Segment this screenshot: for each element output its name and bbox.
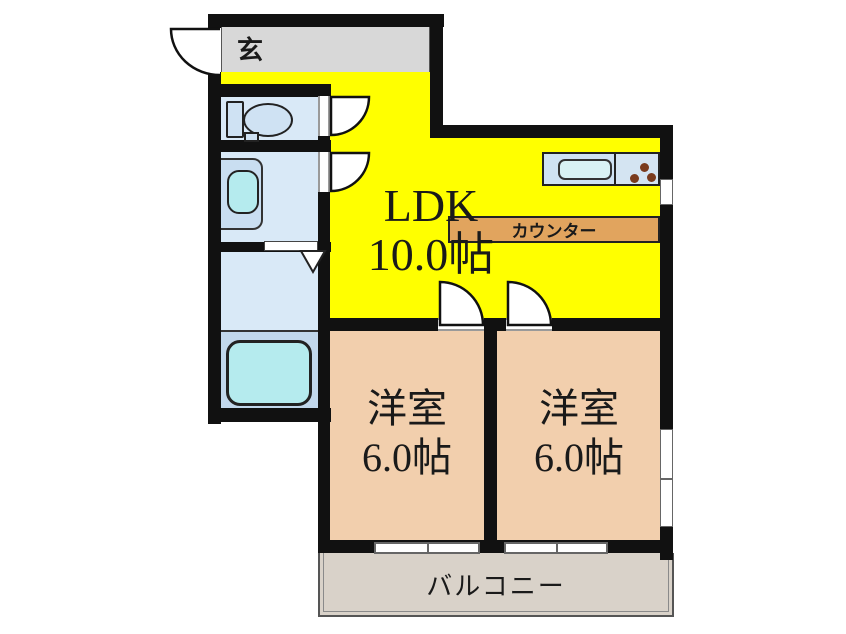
wall-segment xyxy=(208,14,444,27)
balcony-window-right xyxy=(504,542,608,554)
wall-segment xyxy=(208,408,331,422)
bedroom-side-window xyxy=(660,429,673,527)
counter-bar: カウンター xyxy=(448,216,660,243)
balcony-window-left xyxy=(374,542,480,554)
burner-dot xyxy=(640,163,649,172)
burner-dot xyxy=(647,173,656,182)
door-opening xyxy=(506,318,552,331)
door-opening xyxy=(318,152,330,192)
stove-icon xyxy=(614,152,660,186)
washbasin-icon xyxy=(227,170,259,214)
balcony-inner-rail xyxy=(323,553,669,612)
entrance-door-opening xyxy=(208,28,221,72)
wall-segment xyxy=(208,84,331,97)
wall-segment xyxy=(484,318,497,553)
bedroom-left-label-block: 洋室 6.0帖 xyxy=(330,384,484,482)
window-divider xyxy=(556,544,558,552)
ldk-label: LDK xyxy=(383,180,479,231)
door-opening xyxy=(318,96,330,136)
wall-segment xyxy=(318,84,330,553)
wall-segment xyxy=(330,318,673,331)
counter-label: カウンター xyxy=(511,222,597,241)
door-opening xyxy=(438,318,484,331)
wall-segment xyxy=(208,140,331,152)
entrance-label: 玄 xyxy=(237,35,264,65)
sink-icon xyxy=(558,159,612,180)
window-divider xyxy=(661,478,672,480)
window-divider xyxy=(427,544,429,552)
bedroom-right-label-block: 洋室 6.0帖 xyxy=(497,384,661,482)
burner-dot xyxy=(630,174,639,183)
wall-segment xyxy=(430,14,443,138)
toilet-base-icon xyxy=(244,132,259,142)
toilet-tank-icon xyxy=(226,101,244,138)
wall-segment xyxy=(318,540,673,553)
bedroom-left xyxy=(330,331,484,541)
toilet-bowl-icon xyxy=(243,103,293,137)
bedroom-left-label: 洋室 xyxy=(367,386,447,431)
bathroom xyxy=(221,252,318,330)
ldk-label-block: LDK 10.0帖 xyxy=(336,181,526,279)
balcony-label: バルコニー xyxy=(426,570,566,601)
bathtub-icon xyxy=(226,340,312,406)
kitchen-window xyxy=(660,179,673,205)
sliding-opening xyxy=(264,241,318,251)
bedroom-right xyxy=(497,331,661,541)
bedroom-right-size-label: 6.0帖 xyxy=(534,435,624,480)
bedroom-left-size-label: 6.0帖 xyxy=(362,435,452,480)
wall-segment xyxy=(430,125,673,138)
ldk-area xyxy=(221,72,430,86)
balcony-area: バルコニー xyxy=(318,553,674,617)
wall-segment xyxy=(208,14,221,424)
ldk-size-label: 10.0帖 xyxy=(367,229,495,280)
bedroom-right-label: 洋室 xyxy=(539,386,619,431)
